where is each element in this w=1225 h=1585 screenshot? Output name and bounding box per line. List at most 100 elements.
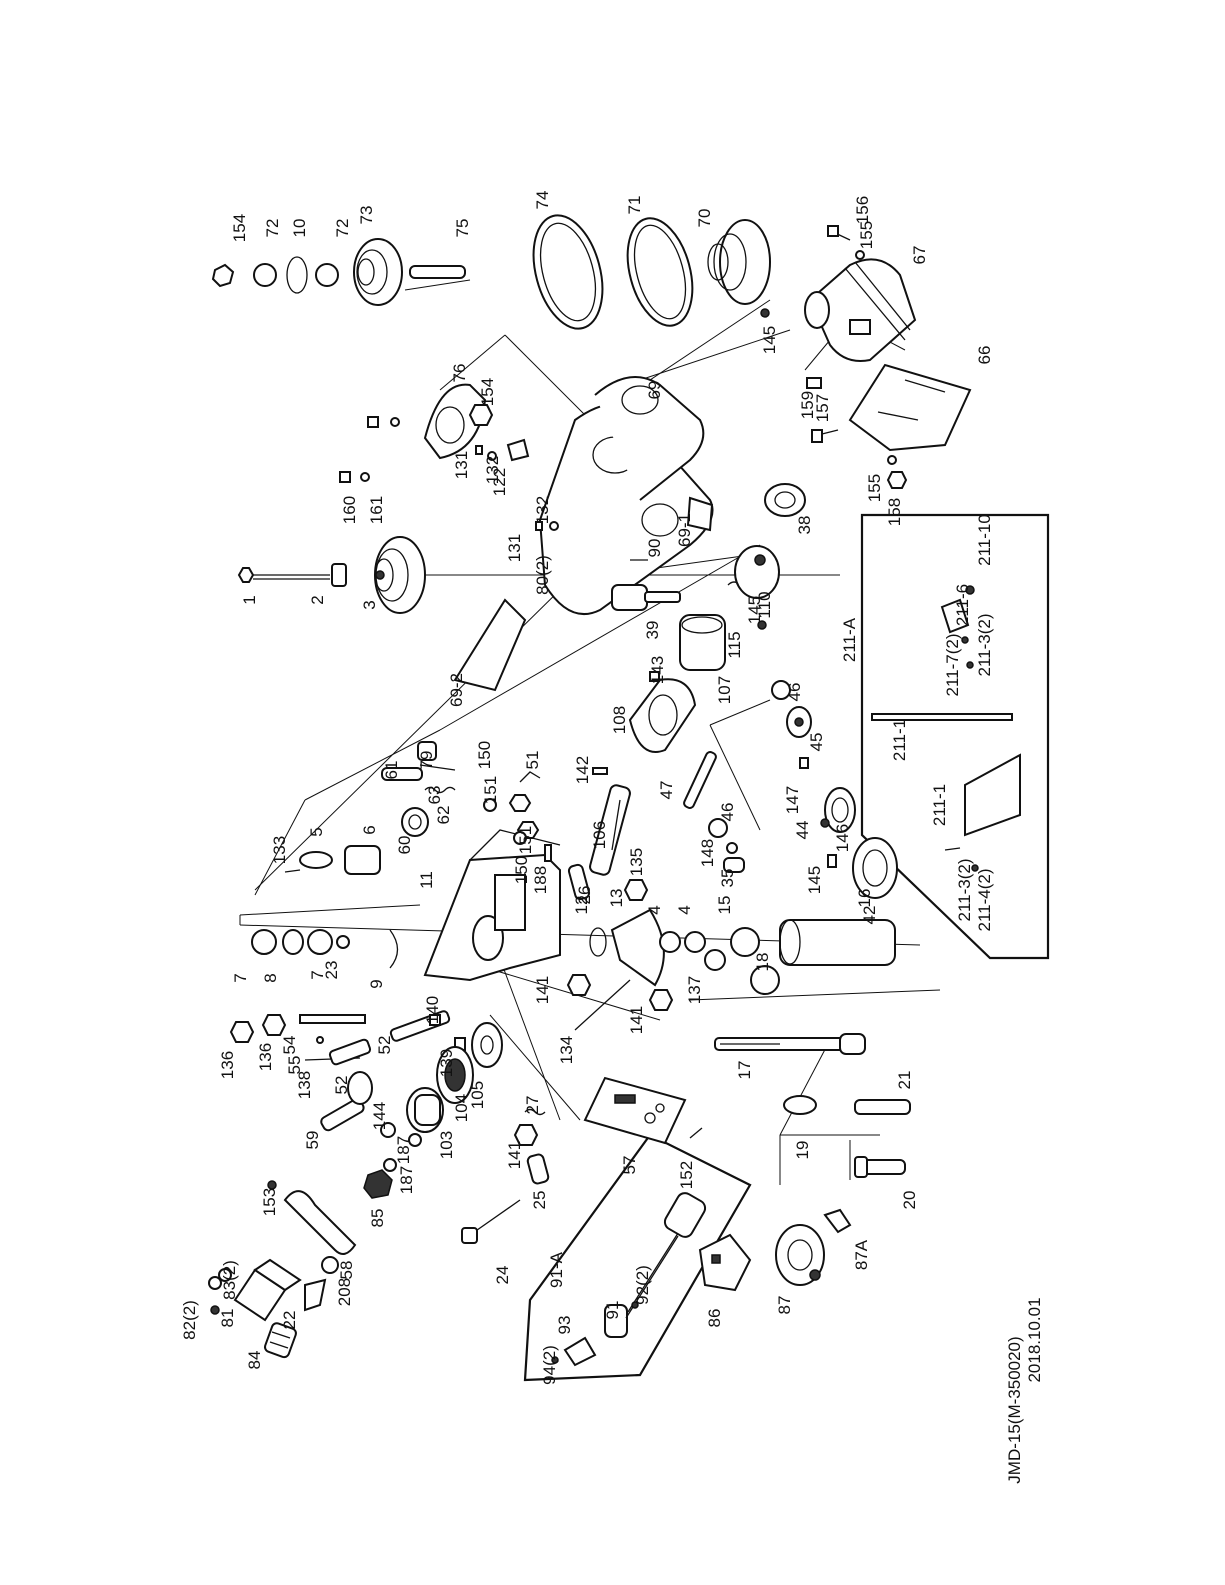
callout-211-3-2: 211-3(2) (975, 614, 994, 677)
part-11-head (423, 829, 561, 982)
part-140-pin (429, 1014, 441, 1026)
callout-92-2: 92(2) (633, 1265, 652, 1305)
callout-139: 139 (437, 1049, 456, 1077)
callout-145: 145 (805, 866, 824, 894)
part-35-bushing (723, 857, 745, 873)
callout-4: 4 (645, 905, 664, 914)
part-138-screw (316, 1036, 324, 1044)
part-86-guard (698, 1233, 752, 1292)
callout-159: 159 (798, 391, 817, 419)
callout-87A: 87A (852, 1239, 871, 1270)
callout-39: 39 (643, 621, 662, 640)
callout-137: 137 (685, 976, 704, 1004)
part-148-ring (726, 842, 738, 854)
callout-81: 81 (218, 1309, 237, 1328)
callout-2: 2 (308, 595, 327, 604)
part-57-label-plate (583, 1076, 687, 1145)
callout-72: 72 (333, 219, 352, 238)
callout-1: 1 (240, 595, 259, 604)
callout-70: 70 (695, 209, 714, 228)
callout-18: 18 (753, 953, 772, 972)
callout-4: 4 (675, 905, 694, 914)
callout-61: 61 (382, 761, 401, 780)
part-159-key (806, 377, 822, 389)
callout-107: 107 (715, 676, 734, 704)
part-106-spindle (589, 784, 631, 876)
part-94-screw (551, 1356, 559, 1364)
callout-147: 147 (783, 786, 802, 814)
part-150-nut (508, 794, 532, 812)
part-45-flange (786, 706, 812, 738)
part-131-screw (475, 445, 497, 461)
part-52-screw (328, 1038, 372, 1066)
part-152-screw (689, 1127, 703, 1139)
callout-59: 59 (303, 1131, 322, 1150)
part-61-pin (381, 767, 423, 781)
kit-frame-91-A (523, 1133, 752, 1382)
callout-154: 154 (230, 214, 249, 242)
model-number: JMD-15(M-350020) (1005, 1336, 1024, 1483)
part-131-screw (535, 521, 559, 531)
part-135-nut (623, 879, 649, 901)
callout-150: 150 (512, 856, 531, 884)
part-146-screw (820, 818, 830, 828)
part-145-screw (760, 308, 770, 318)
callout-108: 108 (610, 706, 629, 734)
callout-25: 25 (530, 1191, 549, 1210)
callout-22: 22 (280, 1311, 299, 1330)
part-141-nut (648, 989, 674, 1011)
part-91-knob (604, 1192, 707, 1338)
part-85-knob (363, 1169, 393, 1199)
part-145-screw (757, 620, 767, 630)
revision-date: 2018.10.01 (1025, 1297, 1044, 1382)
part-18-bearing (750, 965, 780, 995)
part-188-screw (544, 844, 552, 862)
part-59-shaft (320, 1071, 373, 1132)
part-51-lever (519, 771, 541, 783)
part-92-screw (631, 1301, 639, 1309)
part-75-shaft (409, 265, 466, 279)
callout-74: 74 (533, 191, 552, 210)
callout-67: 67 (910, 246, 929, 265)
part-6-sleeve (344, 845, 381, 875)
part-134-screw (574, 979, 631, 1031)
callout-152: 152 (677, 1161, 696, 1189)
callout-27: 27 (523, 1096, 542, 1115)
part-133-screw (284, 869, 301, 873)
callout-143: 143 (648, 656, 667, 684)
part-211-6-pointer (940, 598, 970, 634)
part-136-nut (261, 1014, 287, 1036)
callout-69-1: 69-1 (675, 513, 694, 547)
part-153-ball (267, 1180, 277, 1190)
part-211-1-rule (871, 713, 1013, 721)
part-12-ring (589, 927, 607, 957)
part-63-rod (419, 764, 456, 771)
callout-145: 145 (760, 326, 779, 354)
callout-9: 9 (367, 979, 386, 988)
part-151-washer (483, 798, 497, 812)
part-160-screw (367, 416, 400, 428)
part-147-screw (799, 757, 809, 769)
part-9-ring (389, 929, 399, 969)
callout-151: 151 (481, 776, 500, 804)
callout-75: 75 (453, 219, 472, 238)
part-39-pinion-shaft (611, 584, 681, 611)
callout-110: 110 (755, 591, 774, 618)
part-187-washer (383, 1158, 397, 1172)
callout-7: 7 (231, 973, 250, 982)
callout-211-7-2: 211-7(2) (943, 634, 962, 697)
callout-158: 158 (885, 498, 904, 526)
part-15-bearing (730, 927, 760, 957)
part-4-bearing (684, 931, 706, 953)
part-17-spindle (714, 1033, 866, 1055)
part-69-belt-guard (538, 376, 714, 615)
callout-60: 60 (395, 836, 414, 855)
callout-157: 157 (813, 394, 832, 422)
part-155-washer (887, 455, 897, 465)
callout-211-10: 211-10 (975, 514, 994, 566)
callout-52: 52 (375, 1036, 394, 1055)
callout-135: 135 (627, 848, 646, 876)
callout-45: 45 (807, 733, 826, 752)
callout-211-A: 211-A (840, 617, 859, 662)
